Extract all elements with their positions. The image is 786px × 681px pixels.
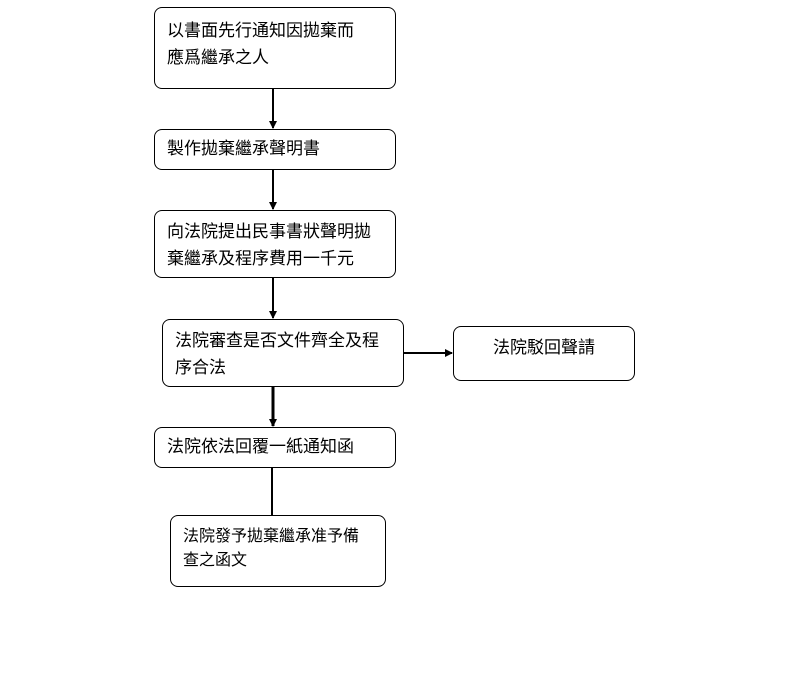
step-court-reply-notice: 法院依法回覆一紙通知函 [154, 427, 396, 468]
step-prepare-declaration: 製作拋棄繼承聲明書 [154, 129, 396, 170]
step-court-approval-letter: 法院發予拋棄繼承准予備 查之函文 [170, 515, 386, 587]
step-court-rejects: 法院駁回聲請 [453, 326, 635, 381]
step-notify-heirs: 以書面先行通知因拋棄而 應爲繼承之人 [154, 7, 396, 89]
step-submit-to-court: 向法院提出民事書狀聲明拋 棄繼承及程序費用一千元 [154, 210, 396, 278]
step-court-review: 法院審查是否文件齊全及程 序合法 [162, 319, 404, 387]
